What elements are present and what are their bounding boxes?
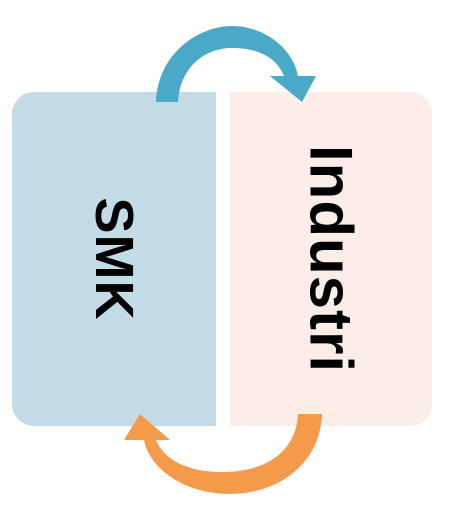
industri-box: Industri bbox=[230, 92, 432, 426]
smk-box: SMK bbox=[12, 92, 216, 426]
bottom-arrow bbox=[124, 414, 322, 494]
top-arrow bbox=[128, 26, 316, 102]
